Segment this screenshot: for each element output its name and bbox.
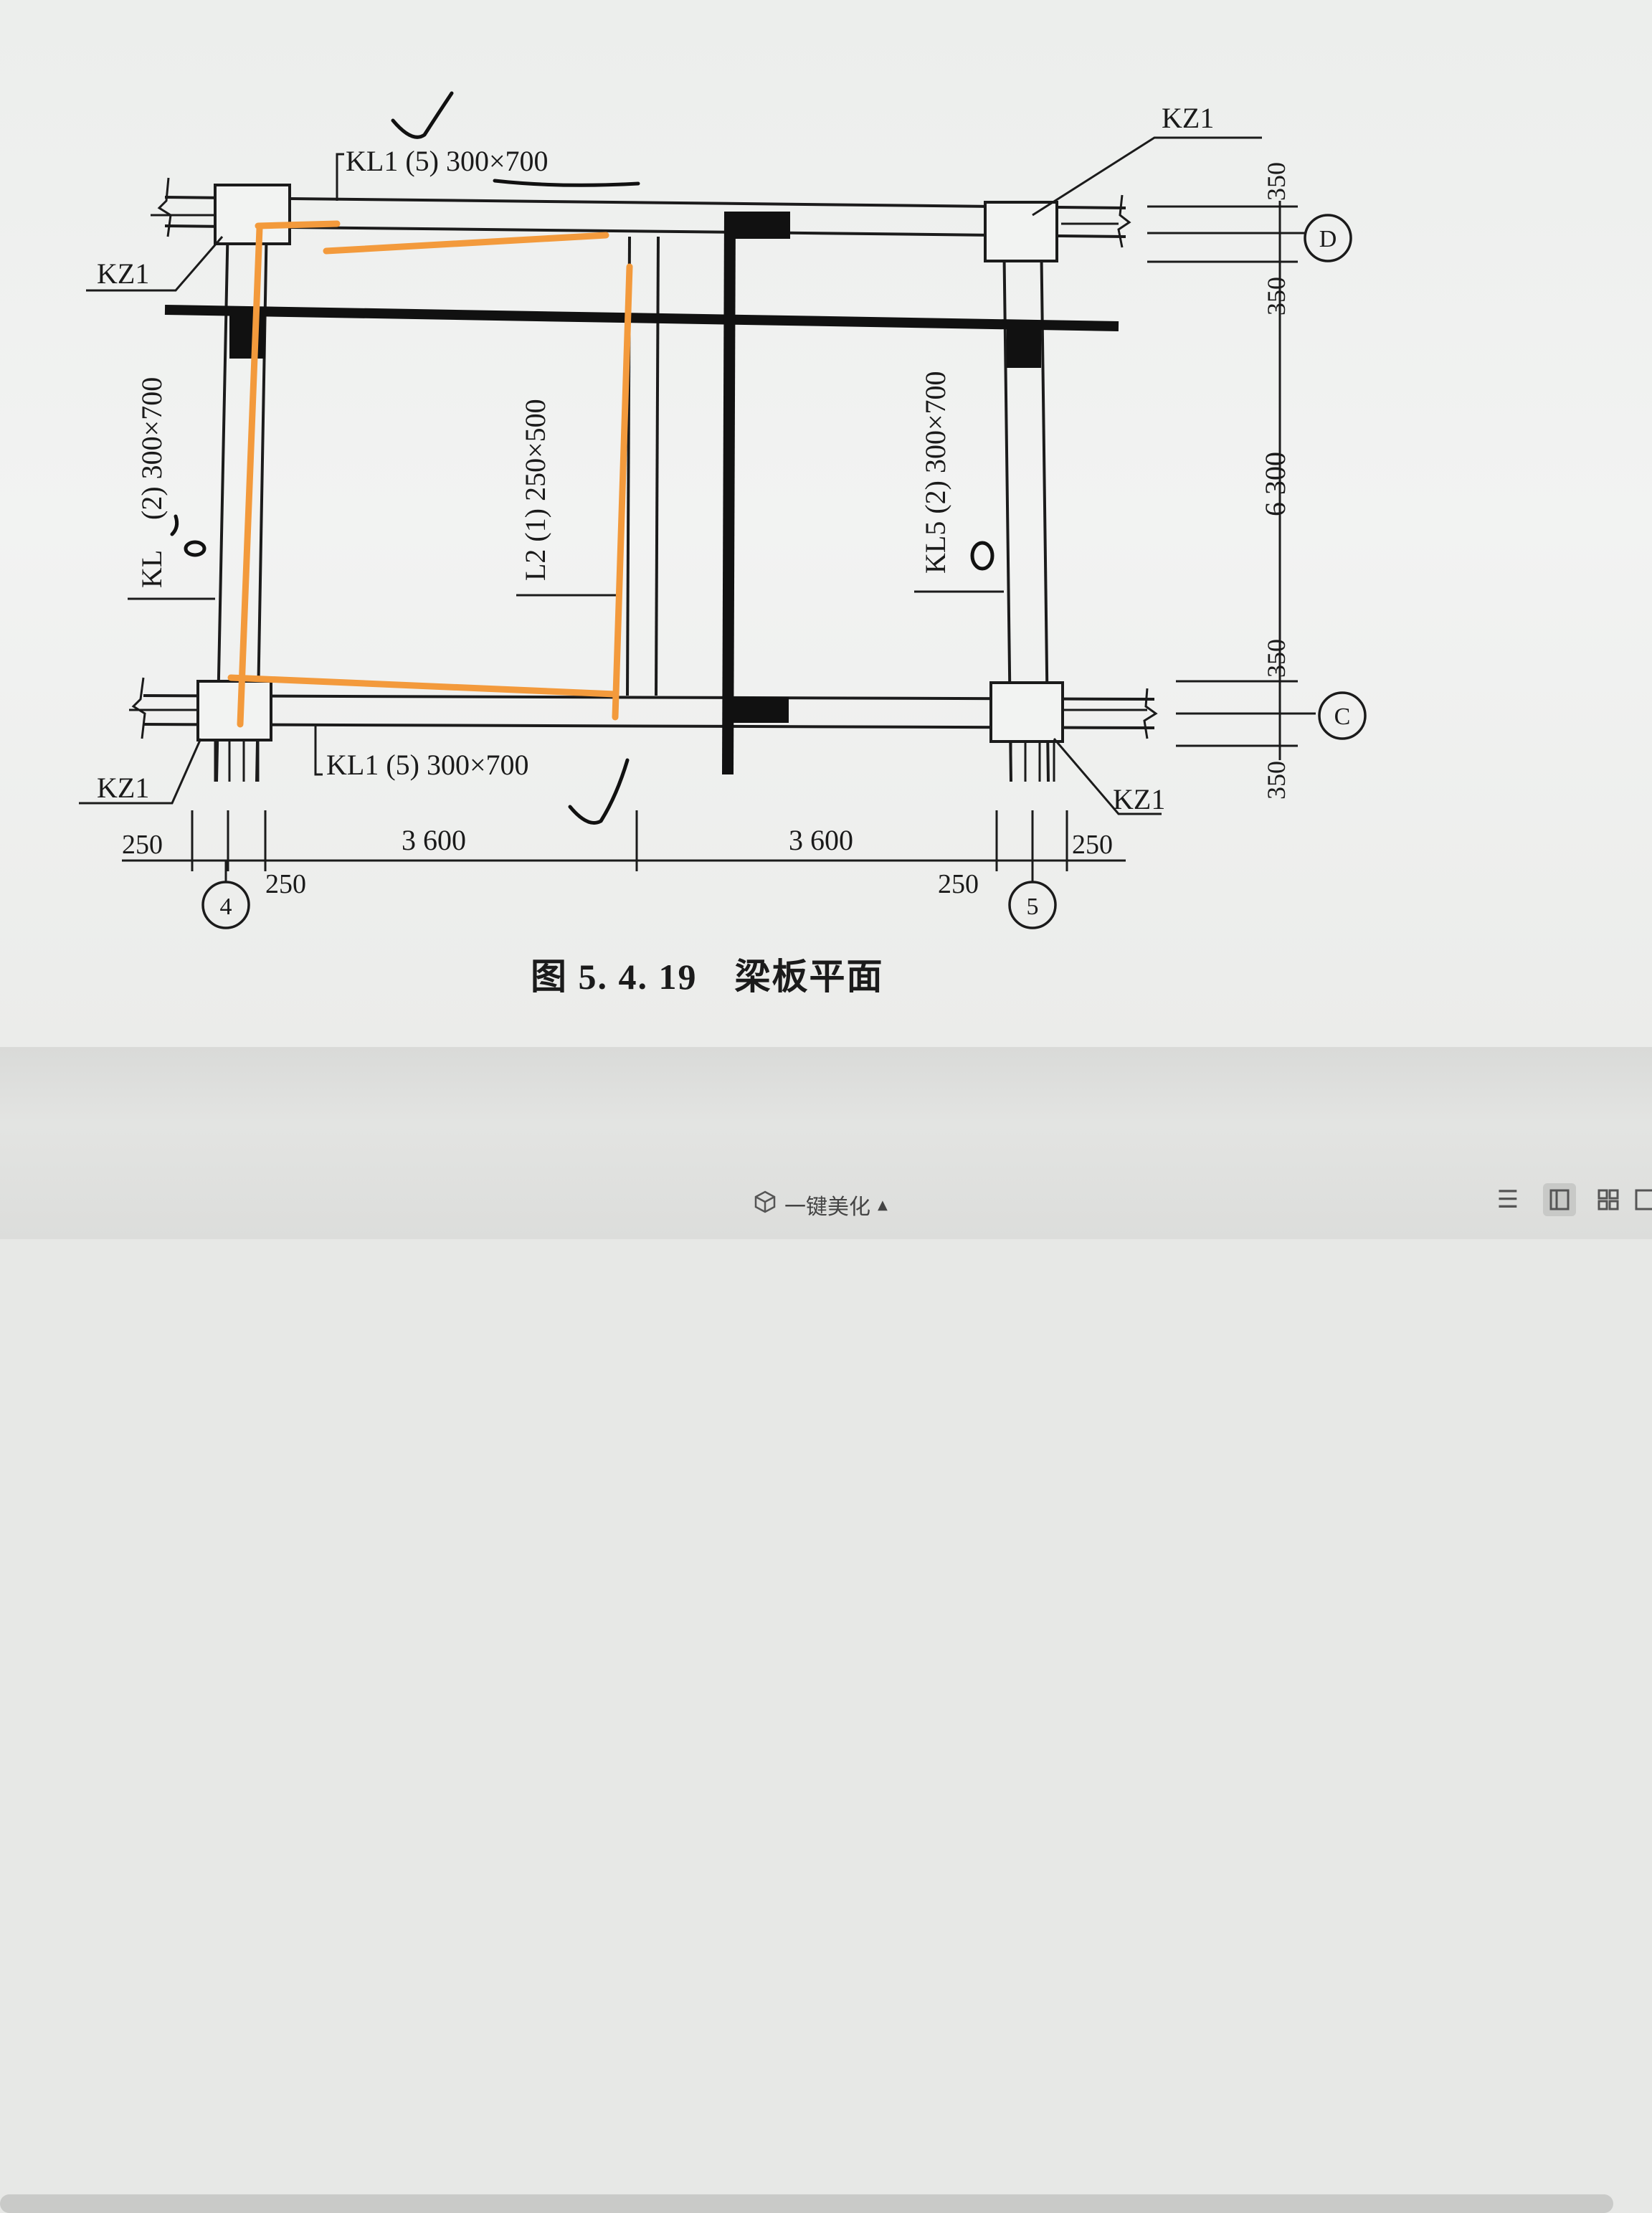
beautify-label: 一键美化 xyxy=(784,1195,870,1220)
section-block-left xyxy=(229,316,265,359)
figure-caption: 图 5. 4. 19 梁板平面 xyxy=(531,957,884,997)
caret-up-icon: ▲ xyxy=(878,1197,888,1213)
checkmark-bottom xyxy=(568,758,630,825)
label-kz1-top-right: KZ1 xyxy=(1162,102,1214,134)
label-kz1-bottom-right: KZ1 xyxy=(1113,783,1165,815)
axis-bubbles xyxy=(201,214,1367,929)
dim-250-left-outer: 250 xyxy=(122,830,163,860)
half-icon[interactable] xyxy=(1633,1183,1652,1216)
axis-c-label: C xyxy=(1334,703,1351,730)
column-stubs xyxy=(214,740,1055,782)
dim-350-d-top: 350 xyxy=(1262,162,1291,201)
axis-d-label: D xyxy=(1319,226,1337,252)
top-beam-kl1 xyxy=(164,196,1126,238)
checkmark-top xyxy=(391,91,454,139)
column-kz1-top-left xyxy=(214,184,291,245)
cube-icon xyxy=(753,1190,777,1220)
dim-350-d-bottom: 350 xyxy=(1262,277,1291,316)
circle-mark-right xyxy=(970,541,994,571)
axis-5-label: 5 xyxy=(1027,894,1039,920)
section-block-top xyxy=(726,212,790,239)
beam-slab-plan-diagram: 4 5 D C KL1 (5) 300×700 KL1 (5) 300×700 … xyxy=(79,91,1367,929)
label-kz1-bottom-left: KZ1 xyxy=(97,772,149,804)
horizontal-scrollbar[interactable] xyxy=(0,2194,1613,2213)
axis-4-label: 4 xyxy=(220,894,232,920)
label-left-beam-rest: (2) 300×700 xyxy=(136,377,168,520)
bottom-beam-kl1 xyxy=(143,694,1155,729)
column-kz1-top-right xyxy=(984,201,1058,262)
circle-mark-left xyxy=(184,540,206,557)
l2-beam xyxy=(626,236,660,696)
underline-kl1 xyxy=(493,179,640,187)
dim-350-c-bottom: 350 xyxy=(1262,761,1291,800)
dim-6300: 6 300 xyxy=(1259,452,1291,516)
horizontal-section-line xyxy=(164,305,1119,331)
label-kl5: KL5 (2) 300×700 xyxy=(919,371,951,574)
dim-3600-left: 3 600 xyxy=(402,824,466,856)
label-kl1-top: KL1 (5) 300×700 xyxy=(346,145,549,177)
dimension-lines xyxy=(122,201,1316,882)
single-page-icon[interactable] xyxy=(1543,1183,1576,1216)
leader-lines xyxy=(79,136,1262,815)
beautify-button[interactable]: 一键美化 ▲ xyxy=(753,1190,888,1220)
handwritten-annotations xyxy=(170,91,994,825)
section-block-bottom xyxy=(723,697,789,723)
dim-250-right-outer: 250 xyxy=(1072,830,1113,860)
column-kz1-bottom-right xyxy=(989,681,1064,743)
dim-250-left-inner: 250 xyxy=(265,869,306,899)
dim-3600-right: 3 600 xyxy=(789,824,853,856)
label-l2: L2 (1) 250×500 xyxy=(519,399,551,581)
section-block-right xyxy=(1007,326,1041,368)
hook-mark-left xyxy=(170,514,179,536)
document-page: 4 5 D C KL1 (5) 300×700 KL1 (5) 300×700 … xyxy=(0,0,1652,1047)
vertical-section-line xyxy=(722,211,736,775)
label-left-beam-prefix: KL xyxy=(136,550,168,588)
label-kl1-bottom: KL1 (5) 300×700 xyxy=(326,749,529,781)
orange-highlight-strokes xyxy=(227,220,633,728)
column-kz1-bottom-left xyxy=(196,680,272,741)
grid-icon[interactable] xyxy=(1592,1183,1625,1216)
dim-350-c-top: 350 xyxy=(1262,639,1291,678)
break-symbols xyxy=(129,177,1158,739)
list-icon[interactable]: ☰ xyxy=(1496,1185,1519,1214)
dim-250-right-inner: 250 xyxy=(938,869,979,899)
label-kz1-top-left: KZ1 xyxy=(97,257,149,290)
